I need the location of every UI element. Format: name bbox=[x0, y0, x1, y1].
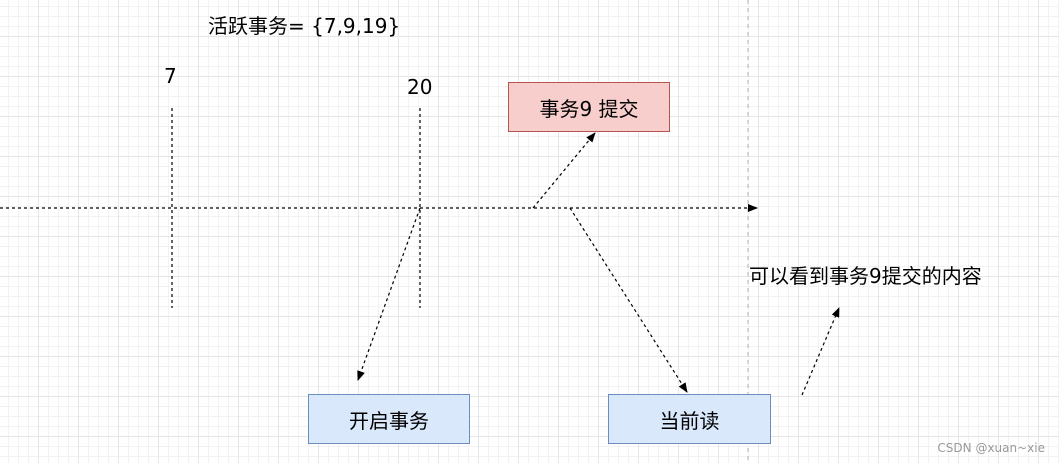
visibility-arrow bbox=[801, 307, 840, 396]
watermark: CSDN @xuan~xie bbox=[937, 441, 1045, 455]
begin-transaction-arrow bbox=[357, 207, 421, 381]
marker-low-label: 7 bbox=[164, 64, 177, 88]
visibility-note: 可以看到事务9提交的内容 bbox=[749, 264, 982, 288]
current-read-text: 当前读 bbox=[659, 408, 720, 433]
active-transactions-label: 活跃事务= {7,9,19} bbox=[208, 14, 401, 38]
commit-transaction-text: 事务9 提交 bbox=[539, 96, 639, 121]
commit-transaction-box: 事务9 提交 bbox=[508, 82, 670, 132]
begin-transaction-box: 开启事务 bbox=[308, 394, 470, 444]
marker-high-label: 20 bbox=[407, 75, 433, 99]
current-read-arrow bbox=[569, 207, 688, 393]
commit-arrow bbox=[532, 132, 596, 209]
begin-transaction-text: 开启事务 bbox=[349, 408, 429, 433]
current-read-box: 当前读 bbox=[608, 394, 771, 444]
